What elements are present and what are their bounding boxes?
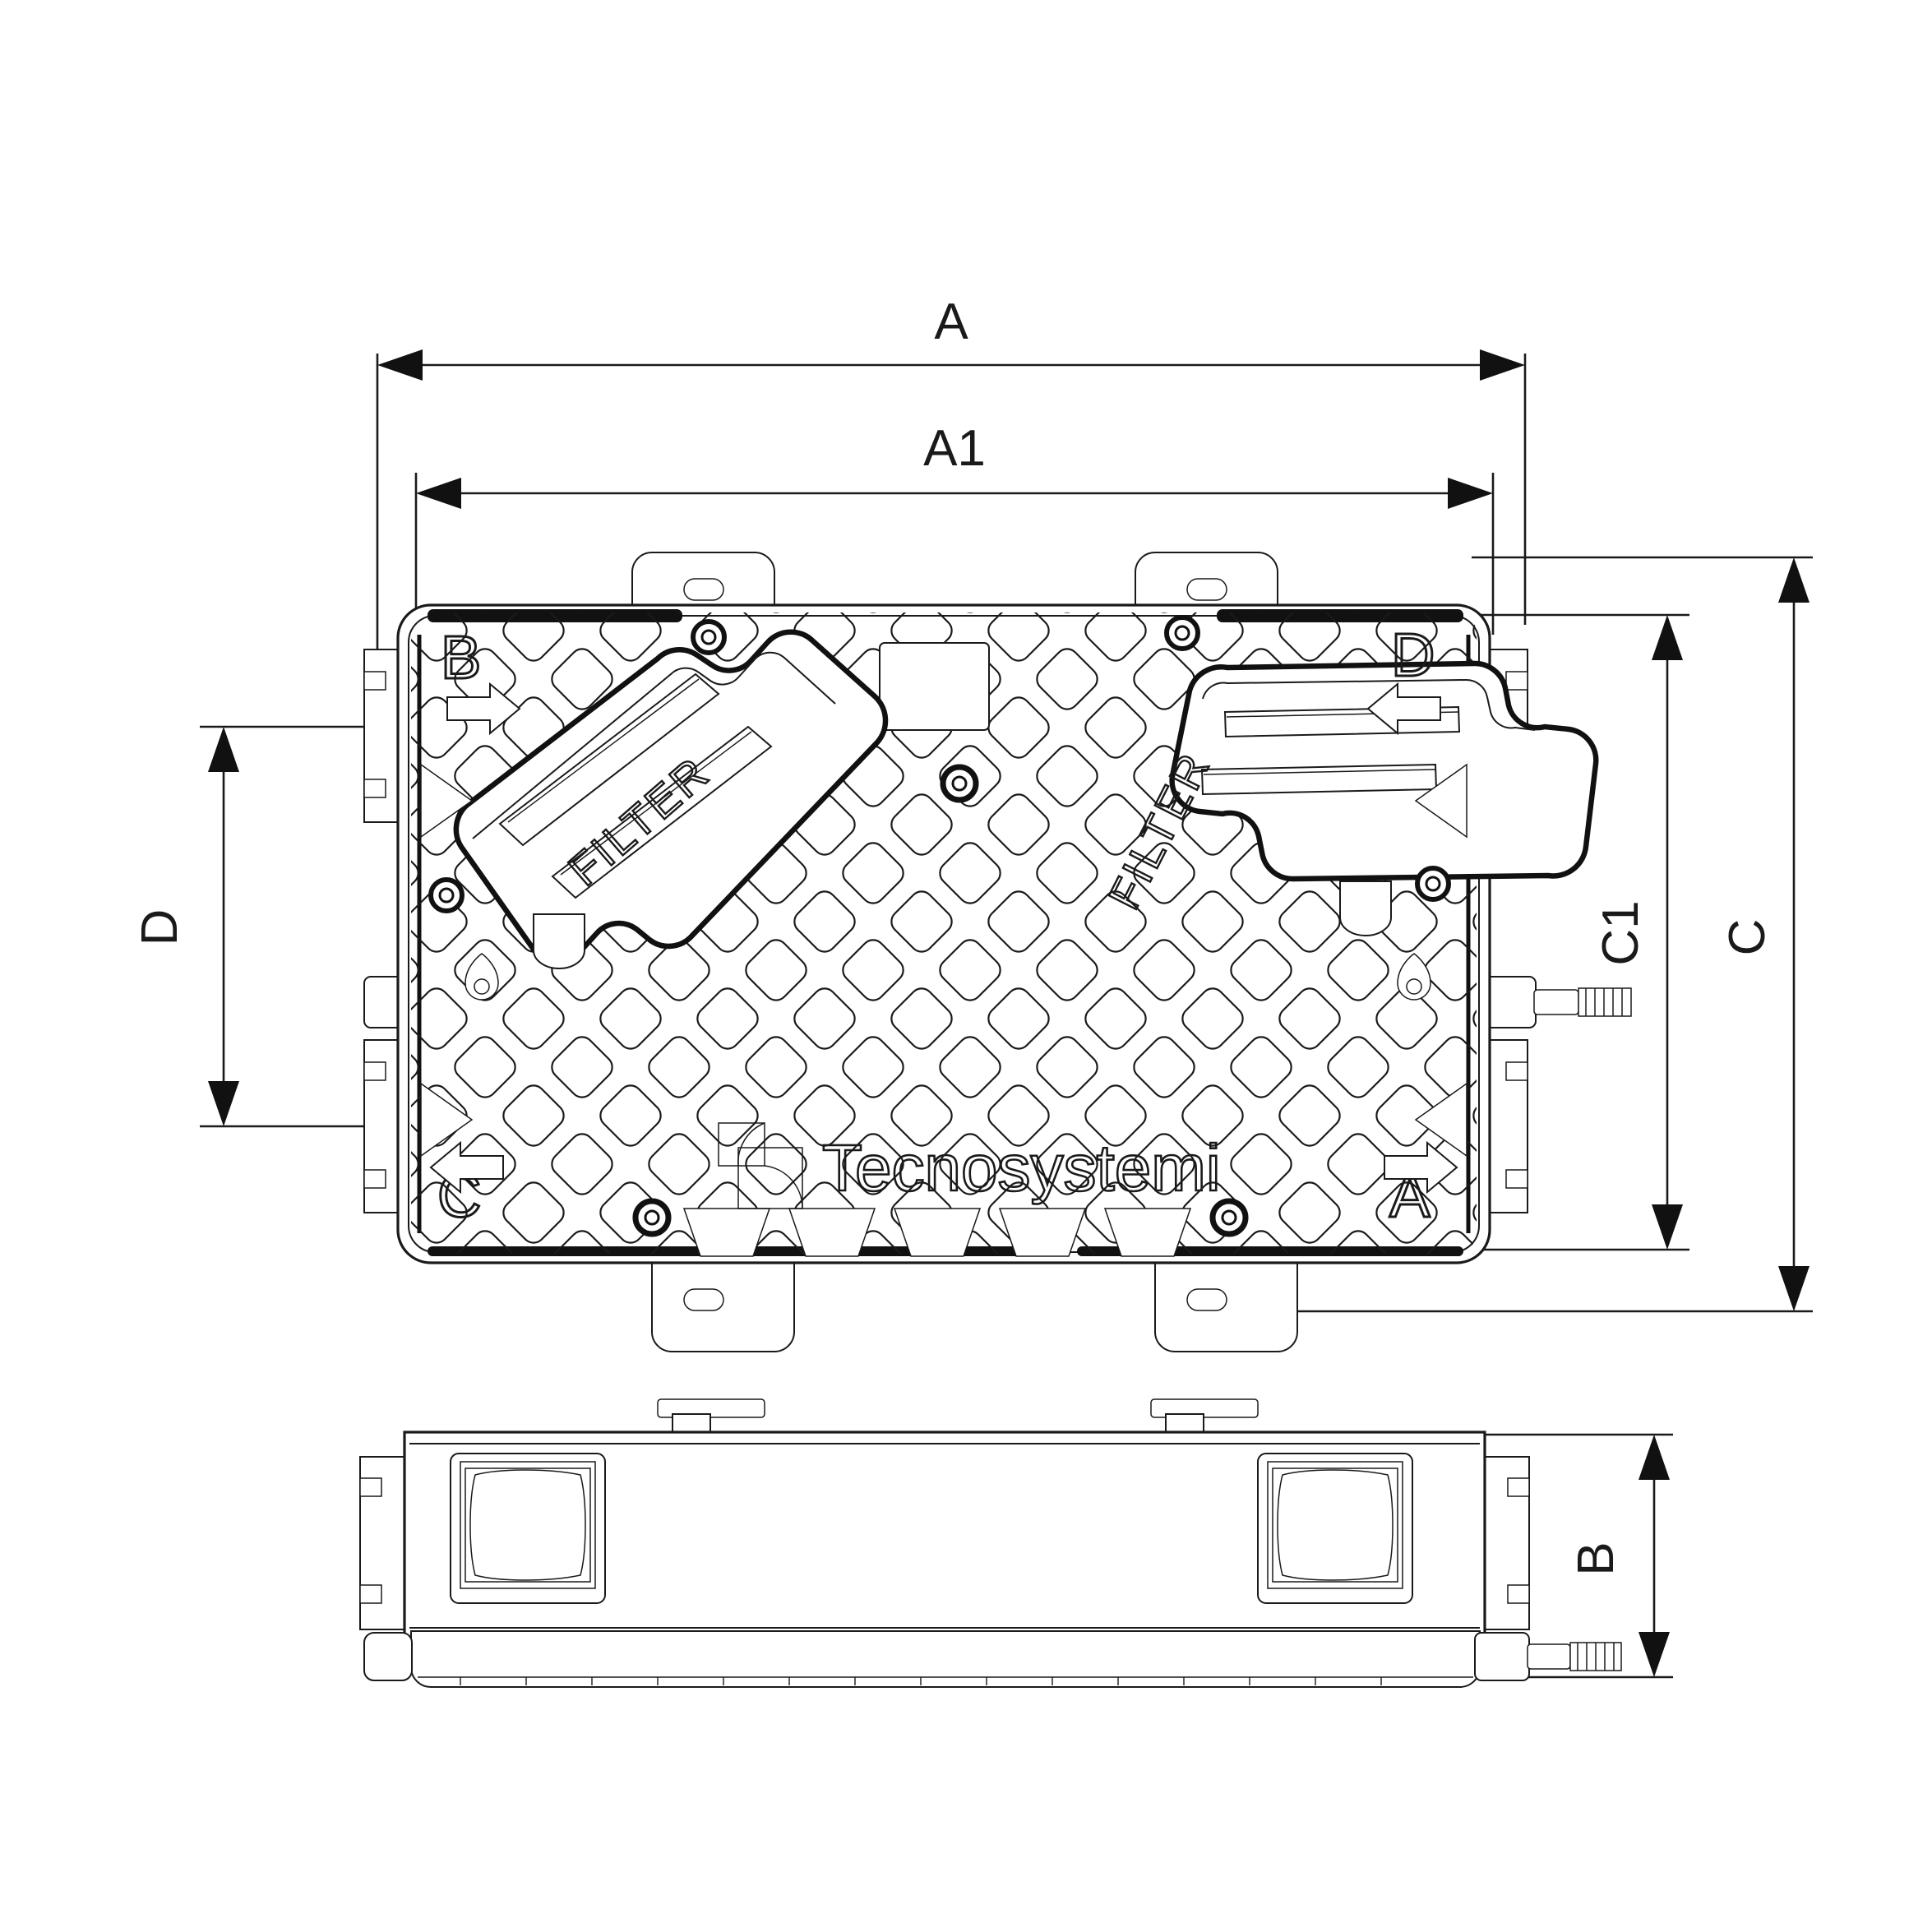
dimension-label-A: A xyxy=(934,293,968,350)
dimension-C: C xyxy=(1233,556,1813,1313)
dimension-B: B xyxy=(1480,1433,1673,1679)
duct-opening-right xyxy=(1257,1453,1413,1604)
brand-wordmark: Tecnosystemi xyxy=(822,1131,1221,1204)
water-drop-icon xyxy=(465,953,499,1001)
screw-icon xyxy=(428,877,465,913)
mount-slot-icon xyxy=(1186,1288,1227,1311)
dimension-label-D: D xyxy=(132,909,188,946)
arrow-left-icon xyxy=(429,1140,504,1195)
dimension-label-C: C xyxy=(1719,919,1776,956)
drain-cap-left xyxy=(363,1632,413,1681)
mount-slot-icon xyxy=(683,578,724,601)
screw-icon xyxy=(1164,615,1200,651)
arrow-right-icon xyxy=(446,682,521,736)
mount-slot-icon xyxy=(1186,578,1227,601)
mount-slot-icon xyxy=(683,1288,724,1311)
screw-icon xyxy=(1415,866,1451,902)
barb-ridges-icon xyxy=(1569,1642,1622,1671)
corner-marker-C: C xyxy=(429,1140,504,1232)
screw-icon xyxy=(1209,1198,1249,1237)
side-view xyxy=(359,1398,1622,1688)
dimension-label-B: B xyxy=(1568,1541,1625,1575)
corner-letter-D: D xyxy=(1391,621,1435,689)
dimension-D: D xyxy=(132,725,391,1128)
drain-connector-right-side xyxy=(1474,1632,1622,1681)
drain-rail xyxy=(410,1630,1481,1688)
corner-marker-D: D xyxy=(1366,620,1441,736)
dimension-label-C1: C1 xyxy=(1592,900,1649,965)
front-view: FILTER FILTER B xyxy=(363,552,1632,1352)
flow-triangles xyxy=(420,763,1467,1158)
water-drop-icon xyxy=(1397,953,1431,1001)
brand-mark-icon xyxy=(718,1122,803,1209)
screw-icon xyxy=(632,1198,672,1237)
dimension-C1: C1 xyxy=(1472,613,1689,1251)
filter-hatch-left: FILTER xyxy=(428,619,889,969)
barb-ridges-icon xyxy=(1578,987,1632,1017)
filter-ribs-left xyxy=(498,673,773,899)
duct-opening-left xyxy=(450,1453,606,1604)
dimension-A1: A1 xyxy=(414,420,1495,649)
arrow-left-icon xyxy=(1366,682,1441,736)
mount-tab-bottom-left xyxy=(651,1257,795,1352)
corner-marker-A: A xyxy=(1384,1140,1458,1232)
screw-icon xyxy=(940,764,979,803)
arrow-right-icon xyxy=(1384,1140,1458,1195)
mount-tab-bottom-right xyxy=(1154,1257,1298,1352)
nameplate xyxy=(879,642,990,731)
bottom-vents xyxy=(682,1208,1192,1257)
brand-logo: Tecnosystemi xyxy=(718,1122,1222,1209)
corner-marker-B: B xyxy=(440,622,521,736)
corner-letter-B: B xyxy=(441,623,481,691)
screw-icon xyxy=(691,619,727,655)
dimension-A: A xyxy=(376,293,1527,649)
dimension-label-A1: A1 xyxy=(923,420,986,477)
